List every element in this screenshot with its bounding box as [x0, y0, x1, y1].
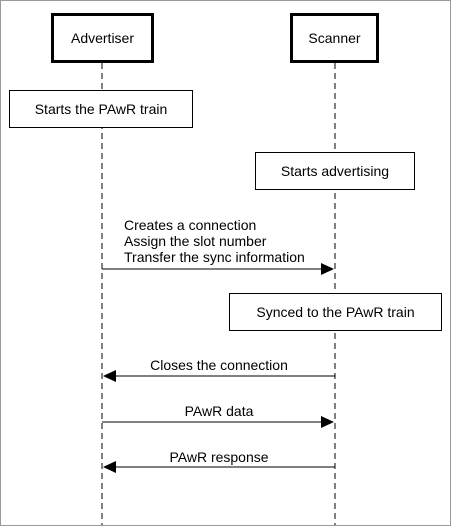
note-starts-advertising: Starts advertising: [255, 152, 415, 190]
note-starts-pawr-train: Starts the PAwR train: [9, 90, 193, 128]
arrowhead-pawr-response: [103, 461, 116, 473]
actor-scanner: Scanner: [290, 13, 379, 63]
actor-advertiser-label: Advertiser: [70, 30, 135, 46]
note-starts-advertising-label: Starts advertising: [280, 163, 390, 179]
note-synced-pawr-train-label: Synced to the PAwR train: [256, 304, 415, 320]
message-line-2: Assign the slot number: [124, 233, 267, 249]
actor-advertiser: Advertiser: [51, 13, 154, 63]
message-close-connection: Closes the connection: [150, 357, 288, 373]
arrowhead-create-connection: [321, 263, 334, 275]
actor-scanner-label: Scanner: [308, 30, 361, 46]
message-pawr-data: PAwR data: [184, 403, 254, 419]
arrowhead-close-connection: [103, 370, 116, 382]
note-starts-pawr-train-label: Starts the PAwR train: [34, 101, 168, 117]
arrowhead-pawr-data: [321, 416, 334, 428]
message-pawr-response: PAwR response: [169, 449, 269, 465]
note-synced-pawr-train: Synced to the PAwR train: [229, 293, 442, 331]
message-line-1: Creates a connection: [124, 217, 257, 233]
message-line-3: Transfer the sync information: [124, 249, 305, 265]
message-create-connection: Creates a connection Assign the slot num…: [124, 217, 305, 265]
